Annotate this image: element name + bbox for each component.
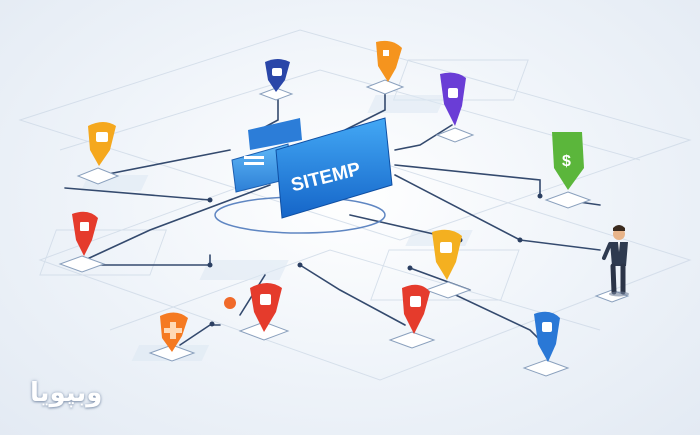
document-icon xyxy=(272,68,282,76)
document-icon xyxy=(542,322,552,332)
marker-orange-left xyxy=(88,122,116,166)
watermark-logo: وبپویا xyxy=(30,378,103,408)
person-figure xyxy=(602,225,629,297)
background-panels xyxy=(80,95,473,361)
marker-green: $ xyxy=(552,132,584,190)
back-block-top xyxy=(248,118,302,150)
marker-orange-top xyxy=(376,40,402,82)
marker-orange-bottom xyxy=(160,312,188,352)
document-icon xyxy=(440,242,452,253)
marker-purple xyxy=(440,72,466,126)
document-icon xyxy=(80,222,89,231)
marker-navy-bottom xyxy=(534,311,560,362)
orange-dot xyxy=(224,297,236,309)
document-icon xyxy=(383,50,389,56)
document-icon xyxy=(96,132,108,142)
sitemap-center: SITEMP xyxy=(214,117,393,234)
background-wireframe xyxy=(18,29,692,381)
dollar-icon: $ xyxy=(562,153,571,170)
marker-red-left xyxy=(72,211,98,256)
document-icon xyxy=(448,88,458,98)
marker-yellow xyxy=(432,229,462,280)
sitemp-block xyxy=(275,117,393,219)
document-icon xyxy=(260,294,271,305)
marker-red-right xyxy=(402,284,430,334)
marker-navy-top xyxy=(265,59,290,92)
map-markers: $ xyxy=(72,40,584,362)
marker-red-center xyxy=(250,283,282,332)
plus-icon xyxy=(164,322,182,339)
document-icon xyxy=(410,296,421,307)
